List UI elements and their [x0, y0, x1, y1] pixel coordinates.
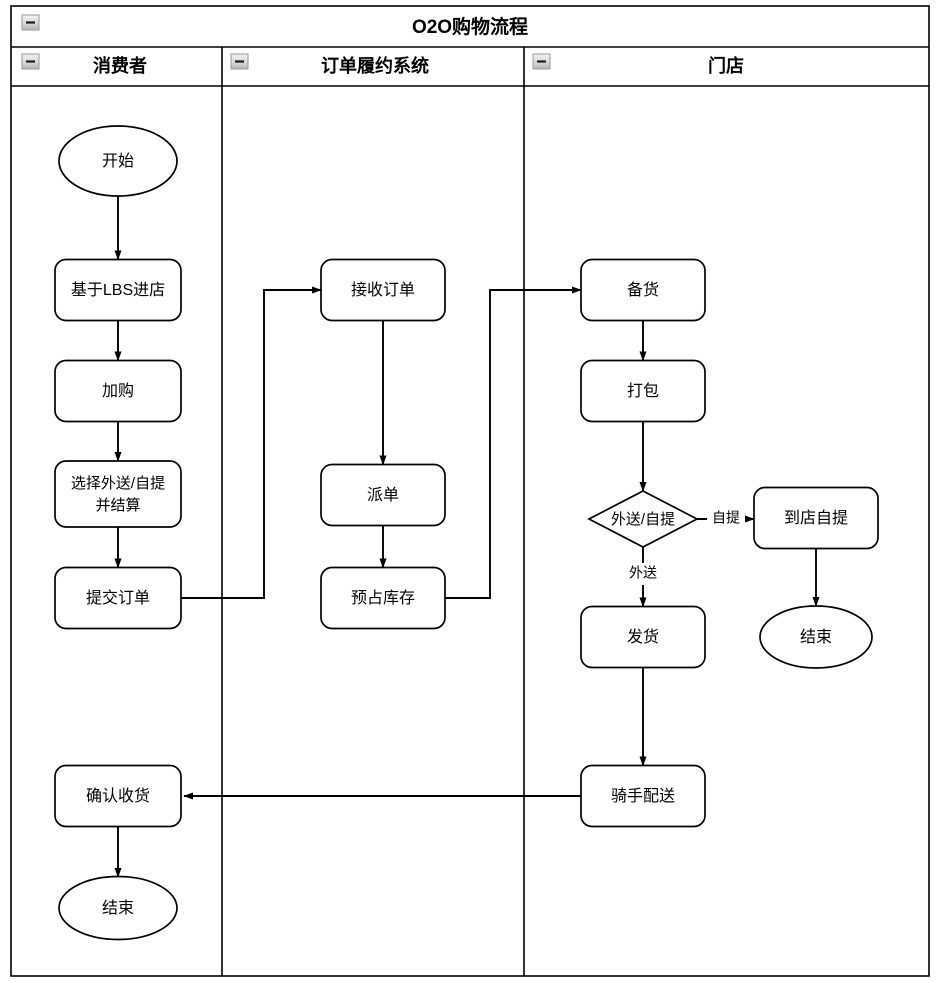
pool-title: O2O购物流程	[412, 15, 528, 38]
lane-title-order-fulfillment: 订单履约系统	[321, 55, 429, 76]
node-end-store[interactable]: 结束	[759, 605, 873, 669]
lane-title-consumer: 消费者	[93, 55, 147, 76]
edge-label-layer: 自提 外送	[624, 508, 745, 585]
process-box[interactable]	[54, 258, 182, 322]
node-start[interactable]: 开始	[58, 125, 178, 197]
node-confirm-receipt[interactable]: 确认收货	[54, 764, 182, 828]
lane-collapse-toggle-order-fulfillment[interactable]	[230, 53, 249, 70]
node-label-ship: 发货	[627, 628, 659, 646]
end-ellipse[interactable]	[759, 605, 873, 669]
lane-header-order-fulfillment: 订单履约系统	[321, 55, 429, 76]
node-lbs-enter-store[interactable]: 基于LBS进店	[54, 258, 182, 322]
node-label-pack: 打包	[627, 382, 659, 400]
node-label-add-to-cart: 加购	[102, 382, 134, 400]
edge-layer	[114, 196, 820, 878]
decision-diamond[interactable]	[587, 490, 699, 548]
process-box[interactable]	[320, 463, 446, 527]
node-submit-order[interactable]: 提交订单	[54, 566, 182, 630]
process-box[interactable]	[54, 764, 182, 828]
node-add-to-cart[interactable]: 加购	[54, 359, 182, 423]
edge-label-delivery: 外送	[629, 565, 657, 581]
node-label-start: 开始	[102, 152, 134, 170]
lane-collapse-toggle-consumer[interactable]	[21, 53, 40, 70]
node-label-choose-checkout-line2: 并结算	[95, 496, 140, 514]
edge-label-backing	[624, 563, 662, 585]
node-reserve-stock[interactable]: 预占库存	[320, 566, 446, 630]
node-pack[interactable]: 打包	[580, 359, 706, 423]
node-rider-delivery[interactable]: 骑手配送	[580, 764, 706, 828]
process-box[interactable]	[580, 258, 706, 322]
node-dispatch-order[interactable]: 派单	[320, 463, 446, 527]
node-label-reserve-stock: 预占库存	[351, 589, 415, 607]
edge-label-pickup: 自提	[712, 510, 740, 526]
process-box[interactable]	[320, 258, 446, 322]
node-label-submit-order: 提交订单	[86, 589, 150, 607]
pool-collapse-toggle[interactable]	[21, 14, 40, 31]
node-label-end-store: 结束	[800, 628, 832, 646]
edge-submit-order-to-receive-order	[181, 286, 322, 599]
edge-label-backing	[707, 508, 745, 530]
node-pickup-in-store[interactable]: 到店自提	[753, 486, 879, 550]
node-label-confirm-receipt: 确认收货	[86, 787, 150, 805]
lane-header-store: 门店	[708, 55, 744, 76]
node-label-prepare-goods: 备货	[627, 281, 659, 299]
process-box[interactable]	[580, 764, 706, 828]
node-receive-order[interactable]: 接收订单	[320, 258, 446, 322]
process-box[interactable]	[54, 359, 182, 423]
end-ellipse[interactable]	[58, 875, 178, 941]
process-box[interactable]	[54, 566, 182, 630]
node-label-dispatch-order: 派单	[367, 486, 399, 504]
node-label-choose-checkout-line1: 选择外送/自提	[71, 475, 165, 492]
pool-title-label: O2O购物流程	[412, 15, 528, 38]
node-end-consumer[interactable]: 结束	[58, 875, 178, 941]
edge-reserve-stock-to-prepare-goods	[445, 286, 582, 599]
node-label-delivery-or-pickup: 外送/自提	[611, 511, 675, 528]
process-box[interactable]	[580, 605, 706, 669]
start-ellipse[interactable]	[58, 125, 178, 197]
node-label-pickup-in-store: 到店自提	[784, 509, 848, 527]
node-label-receive-order: 接收订单	[351, 281, 415, 299]
node-delivery-or-pickup[interactable]: 外送/自提	[587, 490, 699, 548]
node-label-end-consumer: 结束	[102, 899, 134, 917]
lane-collapse-toggle-store[interactable]	[532, 53, 551, 70]
process-box[interactable]	[320, 566, 446, 630]
process-box[interactable]	[580, 359, 706, 423]
lane-title-store: 门店	[708, 55, 744, 76]
node-prepare-goods[interactable]: 备货	[580, 258, 706, 322]
node-choose-checkout[interactable]: 选择外送/自提 并结算	[54, 460, 182, 528]
lane-header-consumer: 消费者	[93, 55, 147, 76]
node-ship[interactable]: 发货	[580, 605, 706, 669]
node-label-rider-delivery: 骑手配送	[611, 787, 675, 805]
process-box[interactable]	[753, 486, 879, 550]
node-label-lbs-enter-store: 基于LBS进店	[71, 281, 165, 299]
process-box[interactable]	[54, 460, 182, 528]
